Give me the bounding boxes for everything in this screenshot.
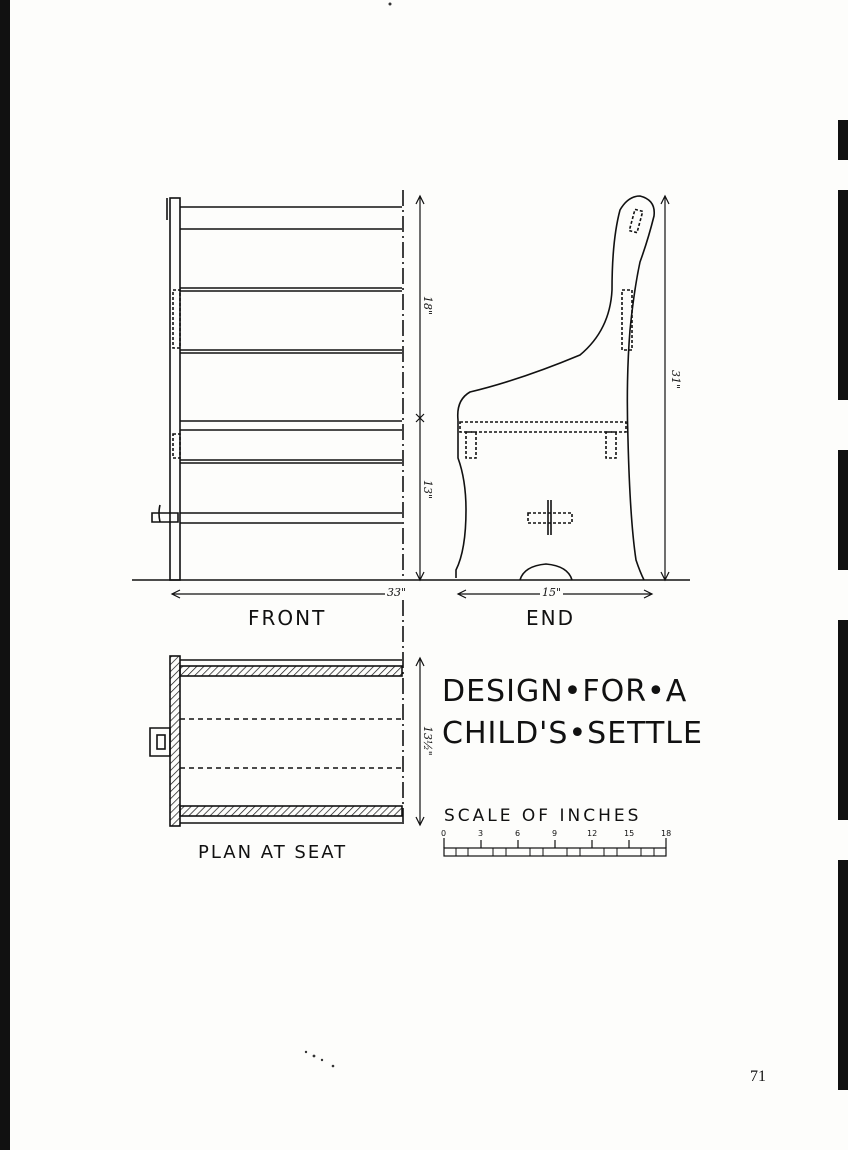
end-dimension-lines [456, 194, 670, 599]
print-specks [304, 2, 392, 1068]
scale-tick-label: 9 [552, 829, 558, 838]
plan-view [149, 600, 425, 827]
scan-right-edge [834, 100, 848, 1140]
front-dimension-lines [170, 194, 425, 599]
scale-tick-label: 6 [515, 829, 521, 838]
title-line-1: DESIGN•FOR•A [442, 674, 688, 709]
front-view-label: FRONT [248, 606, 327, 630]
front-view [151, 190, 404, 581]
end-view [455, 195, 656, 581]
scale-tick-label: 18 [661, 829, 672, 838]
scale-tick-label: 15 [624, 829, 635, 838]
scale-bar [443, 838, 667, 857]
front-width-dimension: 33" [385, 586, 409, 599]
upper-height-dimension: 18" [421, 296, 434, 316]
total-height-dimension: 31" [669, 370, 682, 390]
plan-depth-dimension: 13½" [421, 726, 434, 756]
scale-tick-label: 12 [587, 829, 598, 838]
scale-tick-label: 0 [441, 829, 447, 838]
page-number: 71 [750, 1068, 766, 1085]
lower-height-dimension: 13" [421, 480, 434, 500]
end-view-label: END [526, 606, 575, 630]
end-width-dimension: 15" [540, 586, 564, 599]
scan-left-edge [0, 0, 10, 1150]
title-line-2: CHILD'S•SETTLE [442, 716, 703, 751]
scale-label: SCALE OF INCHES [444, 806, 642, 826]
scale-tick-label: 3 [478, 829, 484, 838]
plan-view-label: PLAN AT SEAT [198, 842, 348, 863]
